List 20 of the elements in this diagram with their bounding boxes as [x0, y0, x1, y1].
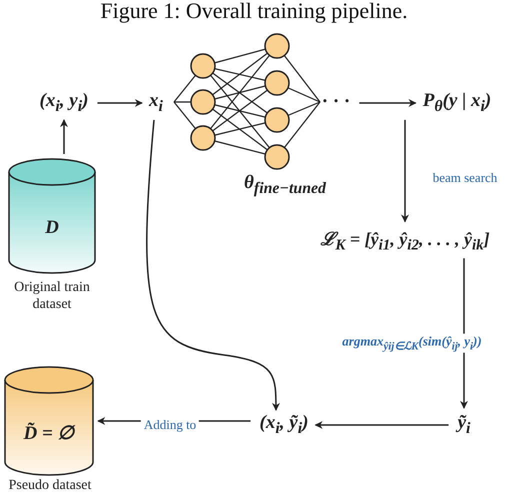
dataset-symbol: D [45, 217, 59, 239]
figure-title: Figure 1: Overall training pipeline. [99, 0, 409, 24]
arrow [401, 120, 409, 222]
arrow [359, 99, 417, 107]
dataset-symbol: D̃ = ∅ [23, 422, 75, 445]
math-expression: ℒ$_{K}$ = [ŷ$_{i1}$, ŷ$_{i2}$, . . . , ŷ$_{ik}$] [298, 224, 508, 256]
math-expression: · · · [322, 90, 350, 114]
math-expression: (x$_{i}$, y$_{i}$) [18, 88, 110, 118]
math-expression: ỹ$_{i}$ [448, 410, 480, 440]
dataset-caption: Pseudo dataset [8, 478, 92, 495]
math-expression: x$_{i}$ [140, 88, 172, 118]
arrow [146, 120, 280, 411]
arrow [97, 99, 143, 107]
dataset-caption: Original train dataset [13, 280, 91, 314]
edge-label: Adding to [140, 417, 200, 433]
math-expression: (x$_{i}$, ỹ$_{i}$) [238, 410, 330, 440]
math-expression: P$_{θ}$(y | x$_{i}$) [406, 88, 508, 118]
parameter-label: θ$_{fine−tuned}$ [243, 172, 327, 199]
arrow [60, 119, 68, 154]
arrow [314, 421, 449, 429]
